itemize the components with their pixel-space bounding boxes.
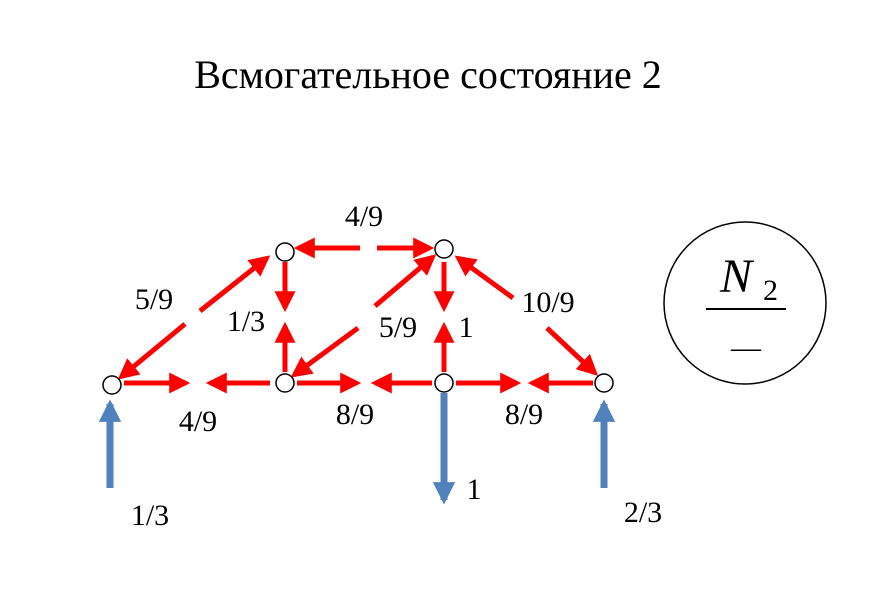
mid-vertical-label: 1	[459, 311, 474, 344]
joint-top-right	[434, 239, 454, 259]
left-diagonal-arrow-lower	[117, 322, 187, 380]
applied-load-label: 1	[467, 473, 482, 506]
mid-diagonal-arrow-lower	[290, 325, 360, 378]
member-force-labels: 4/9 5/9 1/3 5/9 1 10/9 4/9 8/9 8/9	[135, 200, 575, 438]
truss-joints	[102, 239, 614, 395]
joint-bottom-second	[275, 373, 295, 393]
top-chord-label: 4/9	[345, 200, 383, 233]
mid-diagonal-arrow-upper	[373, 254, 437, 308]
joint-bottom-third	[434, 373, 454, 393]
state-symbol-circle	[663, 221, 827, 385]
bottom-mid-label: 8/9	[336, 398, 374, 431]
state-symbol: N 2 —	[663, 221, 827, 385]
member-force-arrows	[117, 237, 599, 394]
joint-bottom-right	[594, 373, 614, 393]
right-diagonal-label: 10/9	[521, 286, 574, 319]
state-symbol-letter: N	[719, 250, 755, 303]
right-support-label: 2/3	[624, 496, 662, 529]
right-diagonal-arrow-upper	[454, 255, 515, 301]
slide-title: Всмогательное состояние 2	[194, 52, 662, 97]
left-vertical-label: 1/3	[227, 305, 265, 338]
bottom-left-label: 4/9	[179, 405, 217, 438]
joint-bottom-left	[102, 375, 122, 395]
mid-diagonal-label: 5/9	[379, 311, 417, 344]
left-support-label: 1/3	[131, 499, 169, 532]
support-reaction-arrows	[98, 393, 616, 505]
state-symbol-subscript: 2	[763, 274, 778, 307]
left-diagonal-label: 5/9	[135, 283, 173, 316]
load-labels: 1/3 1 2/3	[131, 473, 662, 532]
bottom-right-label: 8/9	[505, 398, 543, 431]
right-diagonal-arrow-lower	[545, 326, 599, 376]
joint-top-left	[275, 242, 295, 262]
left-diagonal-arrow-upper	[198, 255, 271, 313]
state-symbol-denominator: —	[730, 331, 762, 364]
